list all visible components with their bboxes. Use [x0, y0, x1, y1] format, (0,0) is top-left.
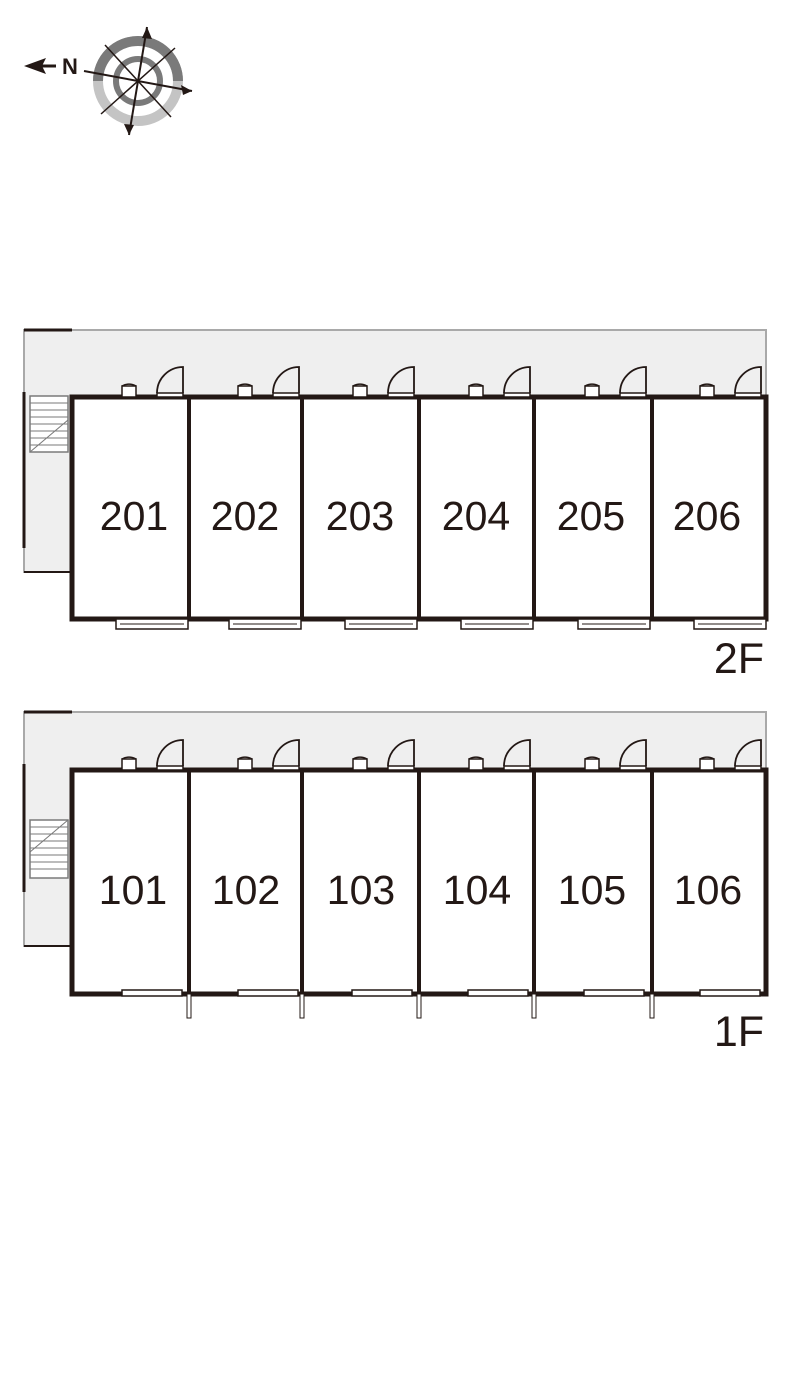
staircase-2f-icon — [29, 395, 69, 453]
room-number: 104 — [443, 867, 511, 913]
door-icon — [352, 366, 415, 398]
room-number: 101 — [99, 867, 167, 913]
floor-plan-1f: 101 102 103 104 105 106 1F — [22, 710, 769, 1056]
balcony-icon — [115, 618, 189, 630]
door-icon — [468, 739, 531, 771]
balconies-icon — [228, 618, 302, 630]
room-number: 106 — [674, 867, 742, 913]
room-number: 205 — [557, 493, 625, 539]
compass-icon: N — [24, 26, 193, 136]
room-number: 102 — [212, 867, 280, 913]
door-icon — [121, 366, 184, 398]
window-icon — [351, 989, 413, 997]
door-icon — [237, 739, 300, 771]
partition-fences-1f — [186, 993, 655, 1019]
balconies-2f — [115, 618, 767, 630]
room-number: 202 — [211, 493, 279, 539]
window-icon — [237, 989, 299, 997]
room-number: 206 — [673, 493, 741, 539]
doors-2f — [121, 366, 762, 398]
floor-plan-2f: 201 202 203 204 205 206 2F — [22, 328, 769, 683]
door-icon — [699, 366, 762, 398]
window-icon — [467, 989, 529, 997]
doors-1f — [121, 739, 762, 771]
balcony-icon — [460, 618, 534, 630]
window-icon — [699, 989, 761, 997]
door-icon — [237, 366, 300, 398]
balcony-icon — [344, 618, 418, 630]
window-icon — [121, 989, 183, 997]
floor-label-1f: 1F — [714, 1008, 764, 1056]
floor-label-2f: 2F — [714, 635, 764, 683]
room-number: 103 — [327, 867, 395, 913]
room-number: 201 — [100, 493, 168, 539]
door-icon — [584, 366, 647, 398]
room-number: 203 — [326, 493, 394, 539]
balcony-icon — [577, 618, 651, 630]
door-icon — [352, 739, 415, 771]
balcony-icon — [693, 618, 767, 630]
windows-1f — [121, 989, 761, 997]
door-icon — [121, 739, 184, 771]
north-letter: N — [62, 54, 78, 79]
room-number: 105 — [558, 867, 626, 913]
room-number: 204 — [442, 493, 510, 539]
door-icon — [584, 739, 647, 771]
north-arrow-icon — [24, 58, 56, 74]
door-icon — [699, 739, 762, 771]
door-icon — [468, 366, 531, 398]
staircase-1f-icon — [29, 819, 69, 879]
window-icon — [583, 989, 645, 997]
